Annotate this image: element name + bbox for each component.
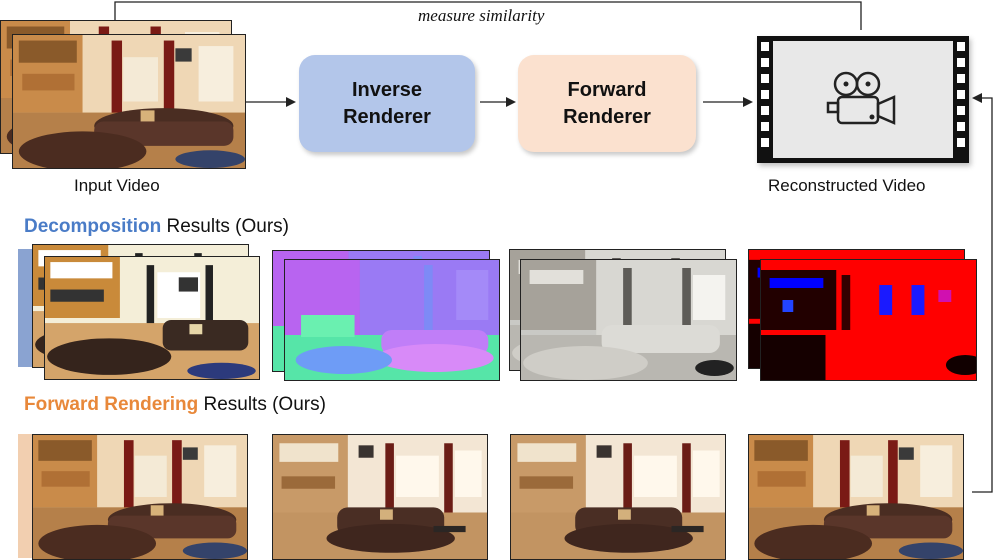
forward-renderer-label-line1: Forward [567, 78, 647, 101]
decomposition-heading-highlight: Decomposition [24, 216, 162, 237]
forward-renderer-box: Forward Renderer [518, 55, 696, 152]
forward-rendering-heading-rest: Results (Ours) [198, 394, 326, 415]
decomposition-heading-rest: Results (Ours) [161, 216, 289, 237]
shading-map [520, 259, 737, 381]
forward-render-frame [748, 434, 964, 560]
forward-rendering-heading: Forward Rendering Results (Ours) [24, 394, 326, 416]
forward-render-frame [272, 434, 488, 560]
decomposition-heading: Decomposition Results (Ours) [24, 216, 289, 238]
camera-icon [826, 71, 896, 125]
inverse-renderer-label-line1: Inverse [351, 78, 423, 101]
forward-renderer-label-line2: Renderer [563, 105, 651, 128]
film-strip-icon [757, 36, 969, 163]
input-video-label: Input Video [74, 176, 160, 195]
forward-render-frame [510, 434, 726, 560]
albedo-map [44, 256, 260, 380]
forward-rendering-bar [18, 434, 32, 558]
normal-map [284, 259, 500, 381]
decomposition-bar [18, 249, 32, 367]
inverse-renderer-label-line2: Renderer [343, 105, 431, 128]
inverse-renderer-box: Inverse Renderer [299, 55, 475, 152]
material-map [760, 259, 977, 381]
reconstructed-video-label: Reconstructed Video [768, 176, 926, 195]
input-video-frame [12, 34, 246, 169]
forward-render-frame [32, 434, 248, 560]
measure-similarity-label: measure similarity [418, 6, 545, 25]
forward-rendering-heading-highlight: Forward Rendering [24, 394, 199, 415]
